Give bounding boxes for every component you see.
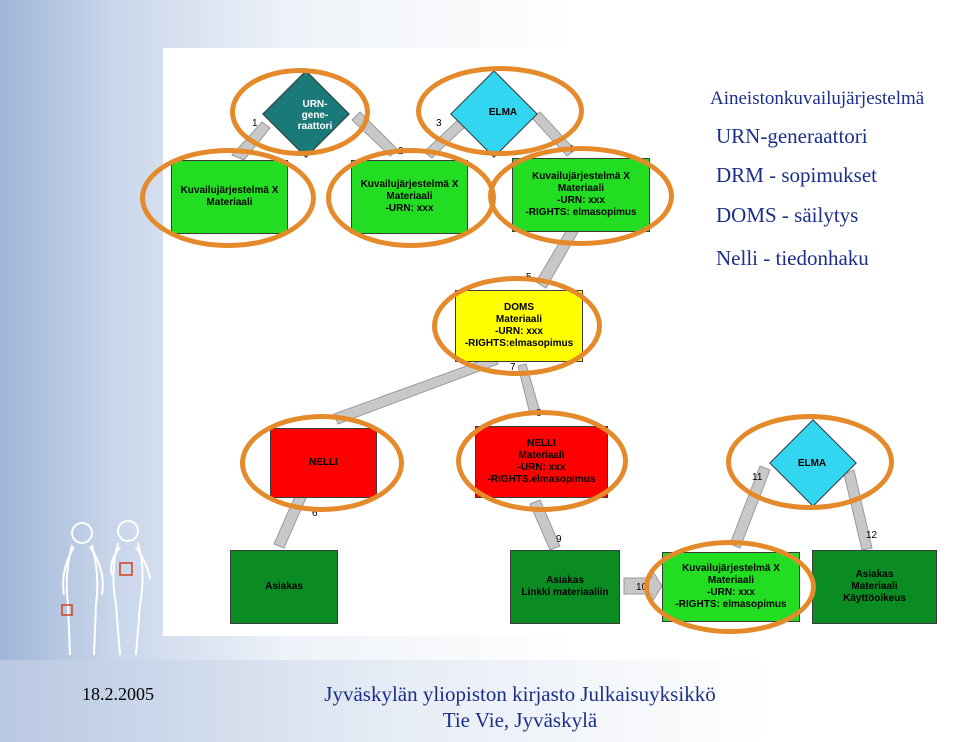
highlight-ring-kuvailu-1 xyxy=(140,148,316,248)
legend-item-urn: URN-generaattori xyxy=(716,124,868,148)
highlight-ring-kuvailu-3 xyxy=(488,146,674,246)
highlight-ring-nelli-material xyxy=(456,410,628,512)
legend-item-nelli: Nelli - tiedonhaku xyxy=(716,246,869,270)
highlight-ring-kuvailu-2 xyxy=(326,148,496,248)
footer-org: Jyväskylän yliopiston kirjasto Julkaisuy… xyxy=(324,682,716,706)
step-10: 10 xyxy=(636,582,648,593)
step-9: 9 xyxy=(556,534,562,545)
footer-band xyxy=(0,660,960,742)
highlight-ring-elma-top xyxy=(416,66,584,156)
highlight-ring-doms xyxy=(432,276,602,376)
asiakas-box-2: Asiakas Linkki materiaaliin xyxy=(510,550,620,624)
highlight-ring-urn xyxy=(230,68,370,156)
asiakas-box-3: Asiakas Materiaali Käyttöoikeus xyxy=(812,550,937,624)
step-6: 6 xyxy=(312,508,318,519)
legend-title: Aineistonkuvailujärjestelmä xyxy=(710,88,925,109)
highlight-ring-elma-bottom xyxy=(726,414,894,510)
footer-location: Tie Vie, Jyväskylä xyxy=(442,708,598,732)
asiakas-box-1: Asiakas xyxy=(230,550,338,624)
footer-date: 18.2.2005 xyxy=(82,684,154,704)
step-12: 12 xyxy=(866,530,878,541)
highlight-ring-kuvailu-4 xyxy=(644,540,816,634)
legend-item-doms: DOMS - säilytys xyxy=(716,203,859,227)
people-sketch-icon xyxy=(61,520,151,656)
legend-item-drm: DRM - sopimukset xyxy=(716,163,878,187)
highlight-ring-nelli xyxy=(240,414,404,512)
